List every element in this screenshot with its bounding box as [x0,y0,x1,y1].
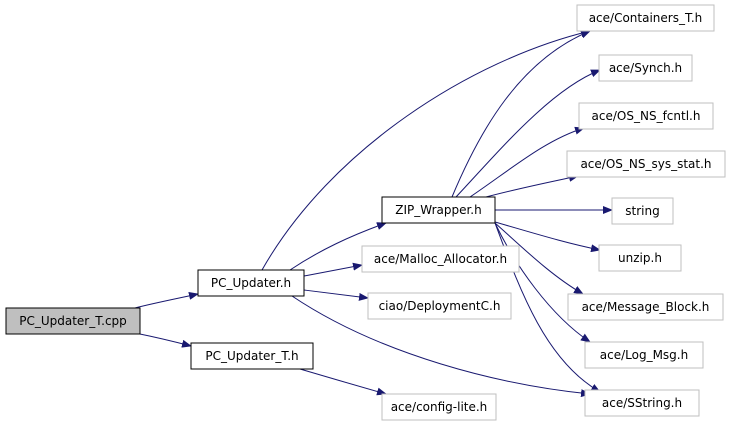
node-label: string [625,204,659,218]
node-box [598,54,693,82]
node-box [598,244,682,272]
edge-zip-wrapper-h-to-unzip-h [494,221,601,253]
node-label: PC_Updater_T.cpp [19,314,127,328]
node-label: ace/SString.h [602,396,682,410]
edge-path [303,262,363,277]
node-box[interactable] [197,269,305,297]
edge-path [303,289,369,301]
node-label: ace/OS_NS_sys_stat.h [580,157,711,171]
node-label: ZIP_Wrapper.h [395,203,481,217]
node-zip-wrapper-h[interactable]: ZIP_Wrapper.h [381,196,496,224]
edge-pc-updater-t-cpp-to-pc-updater-h [134,291,199,309]
node-deploymentc-h: ciao/DeploymentC.h [367,292,512,320]
node-box [584,389,700,417]
node-label: ace/Log_Msg.h [600,348,688,362]
edge-zip-wrapper-h-to-os-ns-fcntl-h [469,126,585,198]
node-string: string [611,197,674,225]
edge-path [299,368,387,396]
node-box [567,293,724,321]
nodes-layer: PC_Updater_T.cpp PC_Updater.hPC_Updater_T… [5,4,726,421]
node-label: ace/Malloc_Allocator.h [374,252,507,266]
node-box [611,197,674,225]
node-label: unzip.h [618,251,662,265]
edge-zip-wrapper-h-to-containers-t-h [451,30,591,198]
node-box [578,102,714,130]
node-box [576,4,715,32]
edge-path [469,126,585,198]
edges-layer [134,29,613,398]
edge-path [494,222,584,295]
edge-path [455,69,601,198]
node-box [367,292,512,320]
edge-pc-updater-t-h-to-config-lite-h [299,368,387,396]
node-malloc-allocator-h: ace/Malloc_Allocator.h [361,245,520,273]
node-label: ace/Synch.h [609,61,682,75]
node-containers-t-h: ace/Containers_T.h [576,4,715,32]
node-label: ace/Message_Block.h [582,300,710,314]
edge-path [134,332,192,348]
node-label: PC_Updater_T.h [205,349,298,363]
edge-zip-wrapper-h-to-message-block-h [494,222,584,295]
edge-pc-updater-h-to-zip-wrapper-h [289,222,387,271]
edge-path [485,173,579,198]
edge-path [494,221,601,253]
node-os-ns-fcntl-h: ace/OS_NS_fcntl.h [578,102,714,130]
edge-zip-wrapper-h-to-log-msg-h [494,222,591,343]
node-config-lite-h: ace/config-lite.h [381,393,497,421]
node-label: ace/config-lite.h [391,400,488,414]
edge-pc-updater-h-to-deploymentc-h [303,289,369,301]
node-label: ace/OS_NS_fcntl.h [592,109,701,123]
node-log-msg-h: ace/Log_Msg.h [584,341,704,369]
node-os-ns-sys-stat-h: ace/OS_NS_sys_stat.h [566,150,726,178]
edge-pc-updater-t-cpp-to-pc-updater-t-h [134,332,192,348]
node-box [566,150,726,178]
edge-path [289,222,387,271]
node-pc-updater-h[interactable]: PC_Updater.h [197,269,305,297]
node-unzip-h: unzip.h [598,244,682,272]
node-label: ciao/DeploymentC.h [379,299,501,313]
edge-path [291,295,591,398]
edge-pc-updater-h-to-containers-t-h [261,29,591,271]
edge-pc-updater-h-to-malloc-allocator-h [303,262,363,277]
edge-path [261,29,591,271]
edge-path [451,30,591,198]
edge-zip-wrapper-h-to-os-ns-sys-stat-h [485,173,579,198]
node-box [361,245,520,273]
node-label: PC_Updater.h [211,276,291,290]
node-label: ace/Containers_T.h [589,11,703,25]
node-message-block-h: ace/Message_Block.h [567,293,724,321]
node-box[interactable] [190,342,314,370]
edge-path [494,222,591,343]
node-box [584,341,704,369]
node-box [381,393,497,421]
node-box[interactable] [381,196,496,224]
node-pc-updater-t-h[interactable]: PC_Updater_T.h [190,342,314,370]
node-synch-h: ace/Synch.h [598,54,693,82]
edge-path [134,291,199,309]
node-box[interactable] [5,307,141,335]
node-sstring-h: ace/SString.h [584,389,700,417]
edge-zip-wrapper-h-to-synch-h [455,69,601,198]
edge-pc-updater-h-to-sstring-h [291,295,591,398]
node-pc-updater-t-cpp[interactable]: PC_Updater_T.cpp [5,307,141,335]
